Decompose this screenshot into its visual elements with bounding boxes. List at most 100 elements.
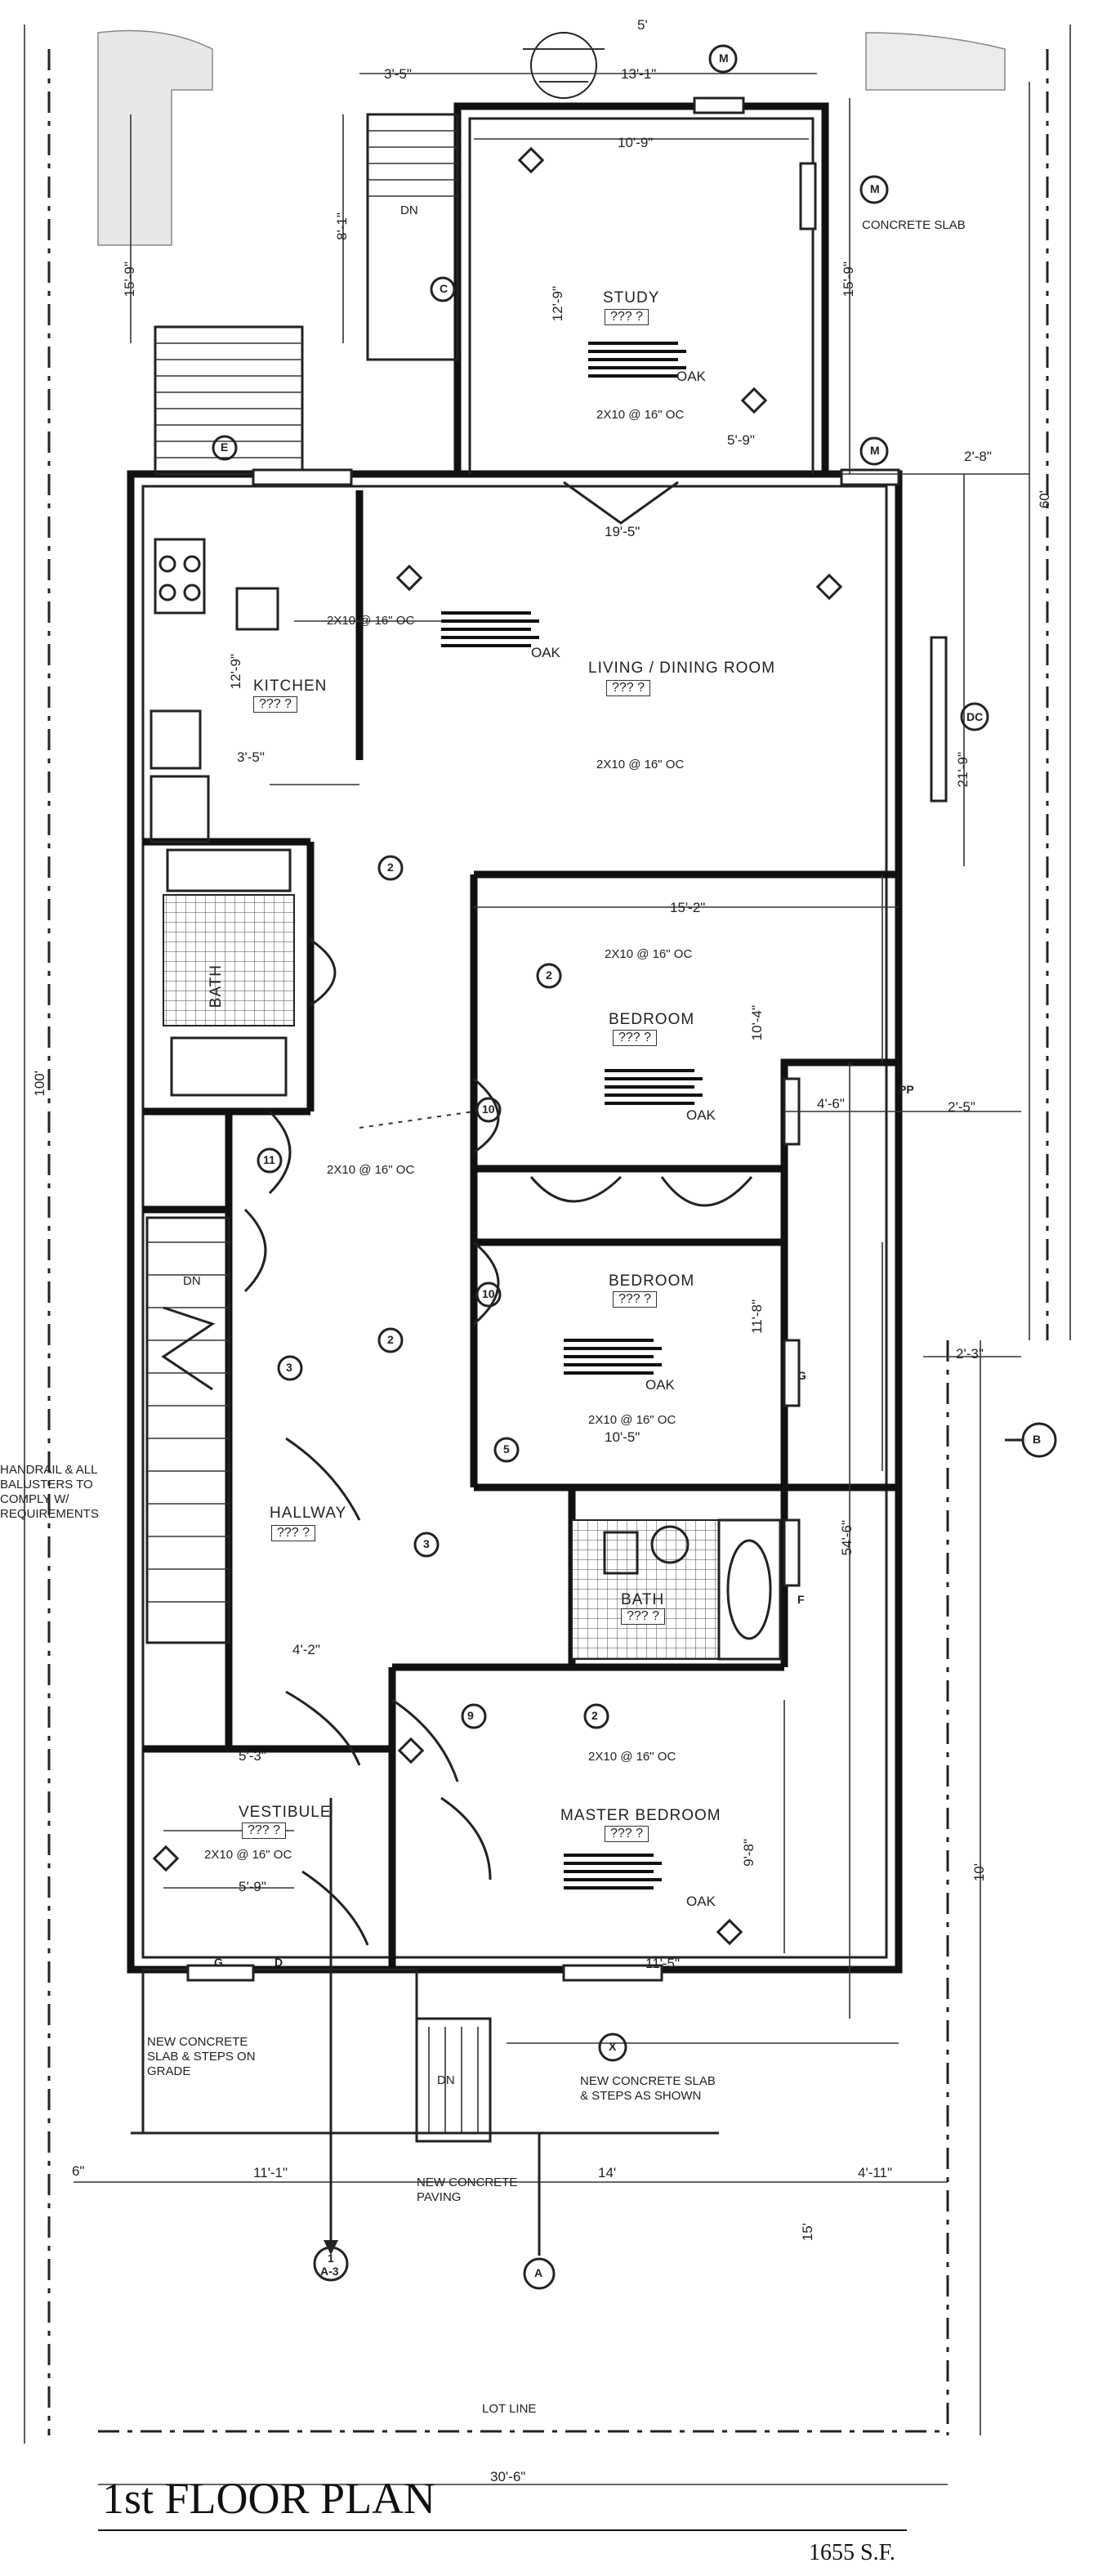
dim-bed1-height: 10'-4" <box>749 1005 765 1041</box>
dim-right-b: 2'-8" <box>964 449 992 464</box>
note-lot-line: LOT LINE <box>482 2402 537 2416</box>
tag-a: A <box>534 2266 543 2279</box>
tag-m-top: M <box>719 51 729 65</box>
dim-left-b: 15'-9" <box>122 262 137 297</box>
dim-right-60: 60' <box>1037 490 1052 509</box>
tag-ten-b: 10 <box>482 1287 495 1300</box>
rear-stairs <box>154 113 459 476</box>
room-area-hallway: ??? ? <box>271 1525 316 1541</box>
joist-note-vestibule: 2X10 @ 16" OC <box>204 1848 292 1862</box>
dim-right-15: 15' <box>800 2223 815 2242</box>
tag-m-right-1: M <box>870 182 880 195</box>
dim-study-bottom: 5'-9" <box>727 432 755 448</box>
tag-e: E <box>221 441 229 454</box>
room-area-study: ??? ? <box>605 309 649 325</box>
dim-bottom-b: 11'-1" <box>253 2165 288 2180</box>
joist-note-bed1: 2X10 @ 16" OC <box>605 947 693 961</box>
note-handrail: HANDRAIL & ALL BALUSTERS TO COMPLY W/ RE… <box>0 1463 99 1521</box>
room-name-hallway: HALLWAY <box>270 1505 347 1522</box>
tag-m-right-2: M <box>870 444 880 457</box>
room-area-master-bedroom: ??? ? <box>605 1826 649 1842</box>
note-new-paving: NEW CONCRETE PAVING <box>417 2176 518 2204</box>
room-area-living-dining: ??? ? <box>606 680 651 696</box>
front-porch <box>131 1968 719 2143</box>
note-concrete-slab: CONCRETE SLAB <box>862 218 966 232</box>
tag-section-a3: A-3 <box>320 2265 339 2278</box>
note-stair-down-front: DN <box>437 2073 455 2087</box>
interior-walls <box>143 490 899 1970</box>
dim-total-depth: 100' <box>32 1071 47 1097</box>
title-underline <box>98 2529 907 2531</box>
dimension-lines <box>74 73 1030 2485</box>
dim-hall-a: 4'-2" <box>292 1642 320 1657</box>
exterior-walls <box>127 102 903 1974</box>
site-boundary <box>24 25 1071 2444</box>
dim-right-f: 2'-3" <box>956 1346 984 1362</box>
dim-right-g: 54'-6" <box>839 1520 855 1556</box>
dim-bed2-height: 11'-8" <box>749 1299 765 1335</box>
dim-bed2-width: 10'-5" <box>605 1429 640 1445</box>
dim-bottom-a: 6" <box>72 2163 85 2179</box>
dim-total-width: 30'-6" <box>490 2469 526 2484</box>
dim-bed1-width: 15'-2" <box>670 900 706 915</box>
tag-c: C <box>440 282 449 295</box>
room-area-vestibule: ??? ? <box>242 1822 287 1839</box>
room-name-bath-2: BATH <box>621 1591 665 1608</box>
room-area-bedroom-1: ??? ? <box>613 1030 658 1046</box>
dim-top-five: 5' <box>637 17 648 33</box>
floor-note-oak-living: OAK <box>531 645 560 660</box>
kitchen-fixtures <box>150 538 295 1097</box>
room-name-bedroom-2: BEDROOM <box>609 1272 695 1290</box>
dim-top-left: 3'-5" <box>384 66 412 82</box>
tag-ten-a: 10 <box>482 1102 495 1116</box>
door-swings <box>243 481 753 1946</box>
dim-study-width: 10'-9" <box>618 135 654 150</box>
floor-note-oak-bed1: OAK <box>686 1107 716 1123</box>
tag-two-d: 2 <box>591 1709 598 1722</box>
note-porch-slab: NEW CONCRETE SLAB & STEPS ON GRADE <box>147 2035 256 2078</box>
dim-bottom-c: 14' <box>598 2165 617 2180</box>
section-markers <box>324 1438 1023 2256</box>
dim-right-10: 10' <box>971 1863 987 1882</box>
tag-symbols <box>152 44 1057 2290</box>
dim-right-c: 21'-9" <box>955 752 971 788</box>
tag-pp: PP <box>899 1083 914 1096</box>
dim-kitchen-b: 3'-5" <box>237 749 265 765</box>
dim-left-a: 8'-1" <box>334 212 350 240</box>
floor-note-oak-study: OAK <box>676 369 706 384</box>
floor-area: 1655 S.F. <box>809 2540 895 2565</box>
joist-note-master: 2X10 @ 16" OC <box>588 1750 676 1764</box>
tag-x: X <box>609 2040 617 2053</box>
tag-five: 5 <box>503 1442 510 1456</box>
drawing-title: 1st FLOOR PLAN <box>102 2474 436 2523</box>
room-name-vestibule: VESTIBULE <box>239 1804 332 1821</box>
floor-note-oak-master: OAK <box>686 1894 716 1909</box>
tag-nine: 9 <box>467 1709 474 1722</box>
joist-note-living-2: 2X10 @ 16" OC <box>596 758 685 771</box>
room-area-kitchen: ??? ? <box>253 696 298 713</box>
room-name-study: STUDY <box>603 289 660 306</box>
dim-top-mid: 13'-1" <box>621 66 657 82</box>
joist-note-study: 2X10 @ 16" OC <box>596 408 685 422</box>
dim-master-width: 11'-5" <box>645 1956 681 1971</box>
tag-g-bottom: G <box>214 1956 223 1969</box>
room-name-bedroom-1: BEDROOM <box>609 1011 695 1028</box>
floor-note-oak-bed2: OAK <box>645 1377 675 1393</box>
joist-note-hall: 2X10 @ 16" OC <box>327 1163 415 1177</box>
tag-eleven: 11 <box>263 1153 275 1166</box>
tag-two-b: 2 <box>387 861 394 874</box>
room-name-kitchen: KITCHEN <box>253 678 328 695</box>
dim-vestibule-a: 5'-3" <box>239 1748 266 1764</box>
room-name-living-dining: LIVING / DINING ROOM <box>588 660 776 677</box>
tag-g-right: G <box>797 1369 806 1382</box>
joist-note-living-1: 2X10 @ 16" OC <box>327 614 415 628</box>
note-front-slab: NEW CONCRETE SLAB & STEPS AS SHOWN <box>580 2074 716 2103</box>
interior-stair <box>145 1216 230 1644</box>
dim-right-e: 2'-5" <box>948 1099 975 1115</box>
room-area-bedroom-2: ??? ? <box>613 1291 658 1308</box>
dim-right-d: 4'-6" <box>817 1096 845 1111</box>
dim-bottom-d: 4'-11" <box>858 2165 893 2180</box>
tag-f: F <box>797 1593 805 1606</box>
dim-living-top: 19'-5" <box>605 524 640 539</box>
